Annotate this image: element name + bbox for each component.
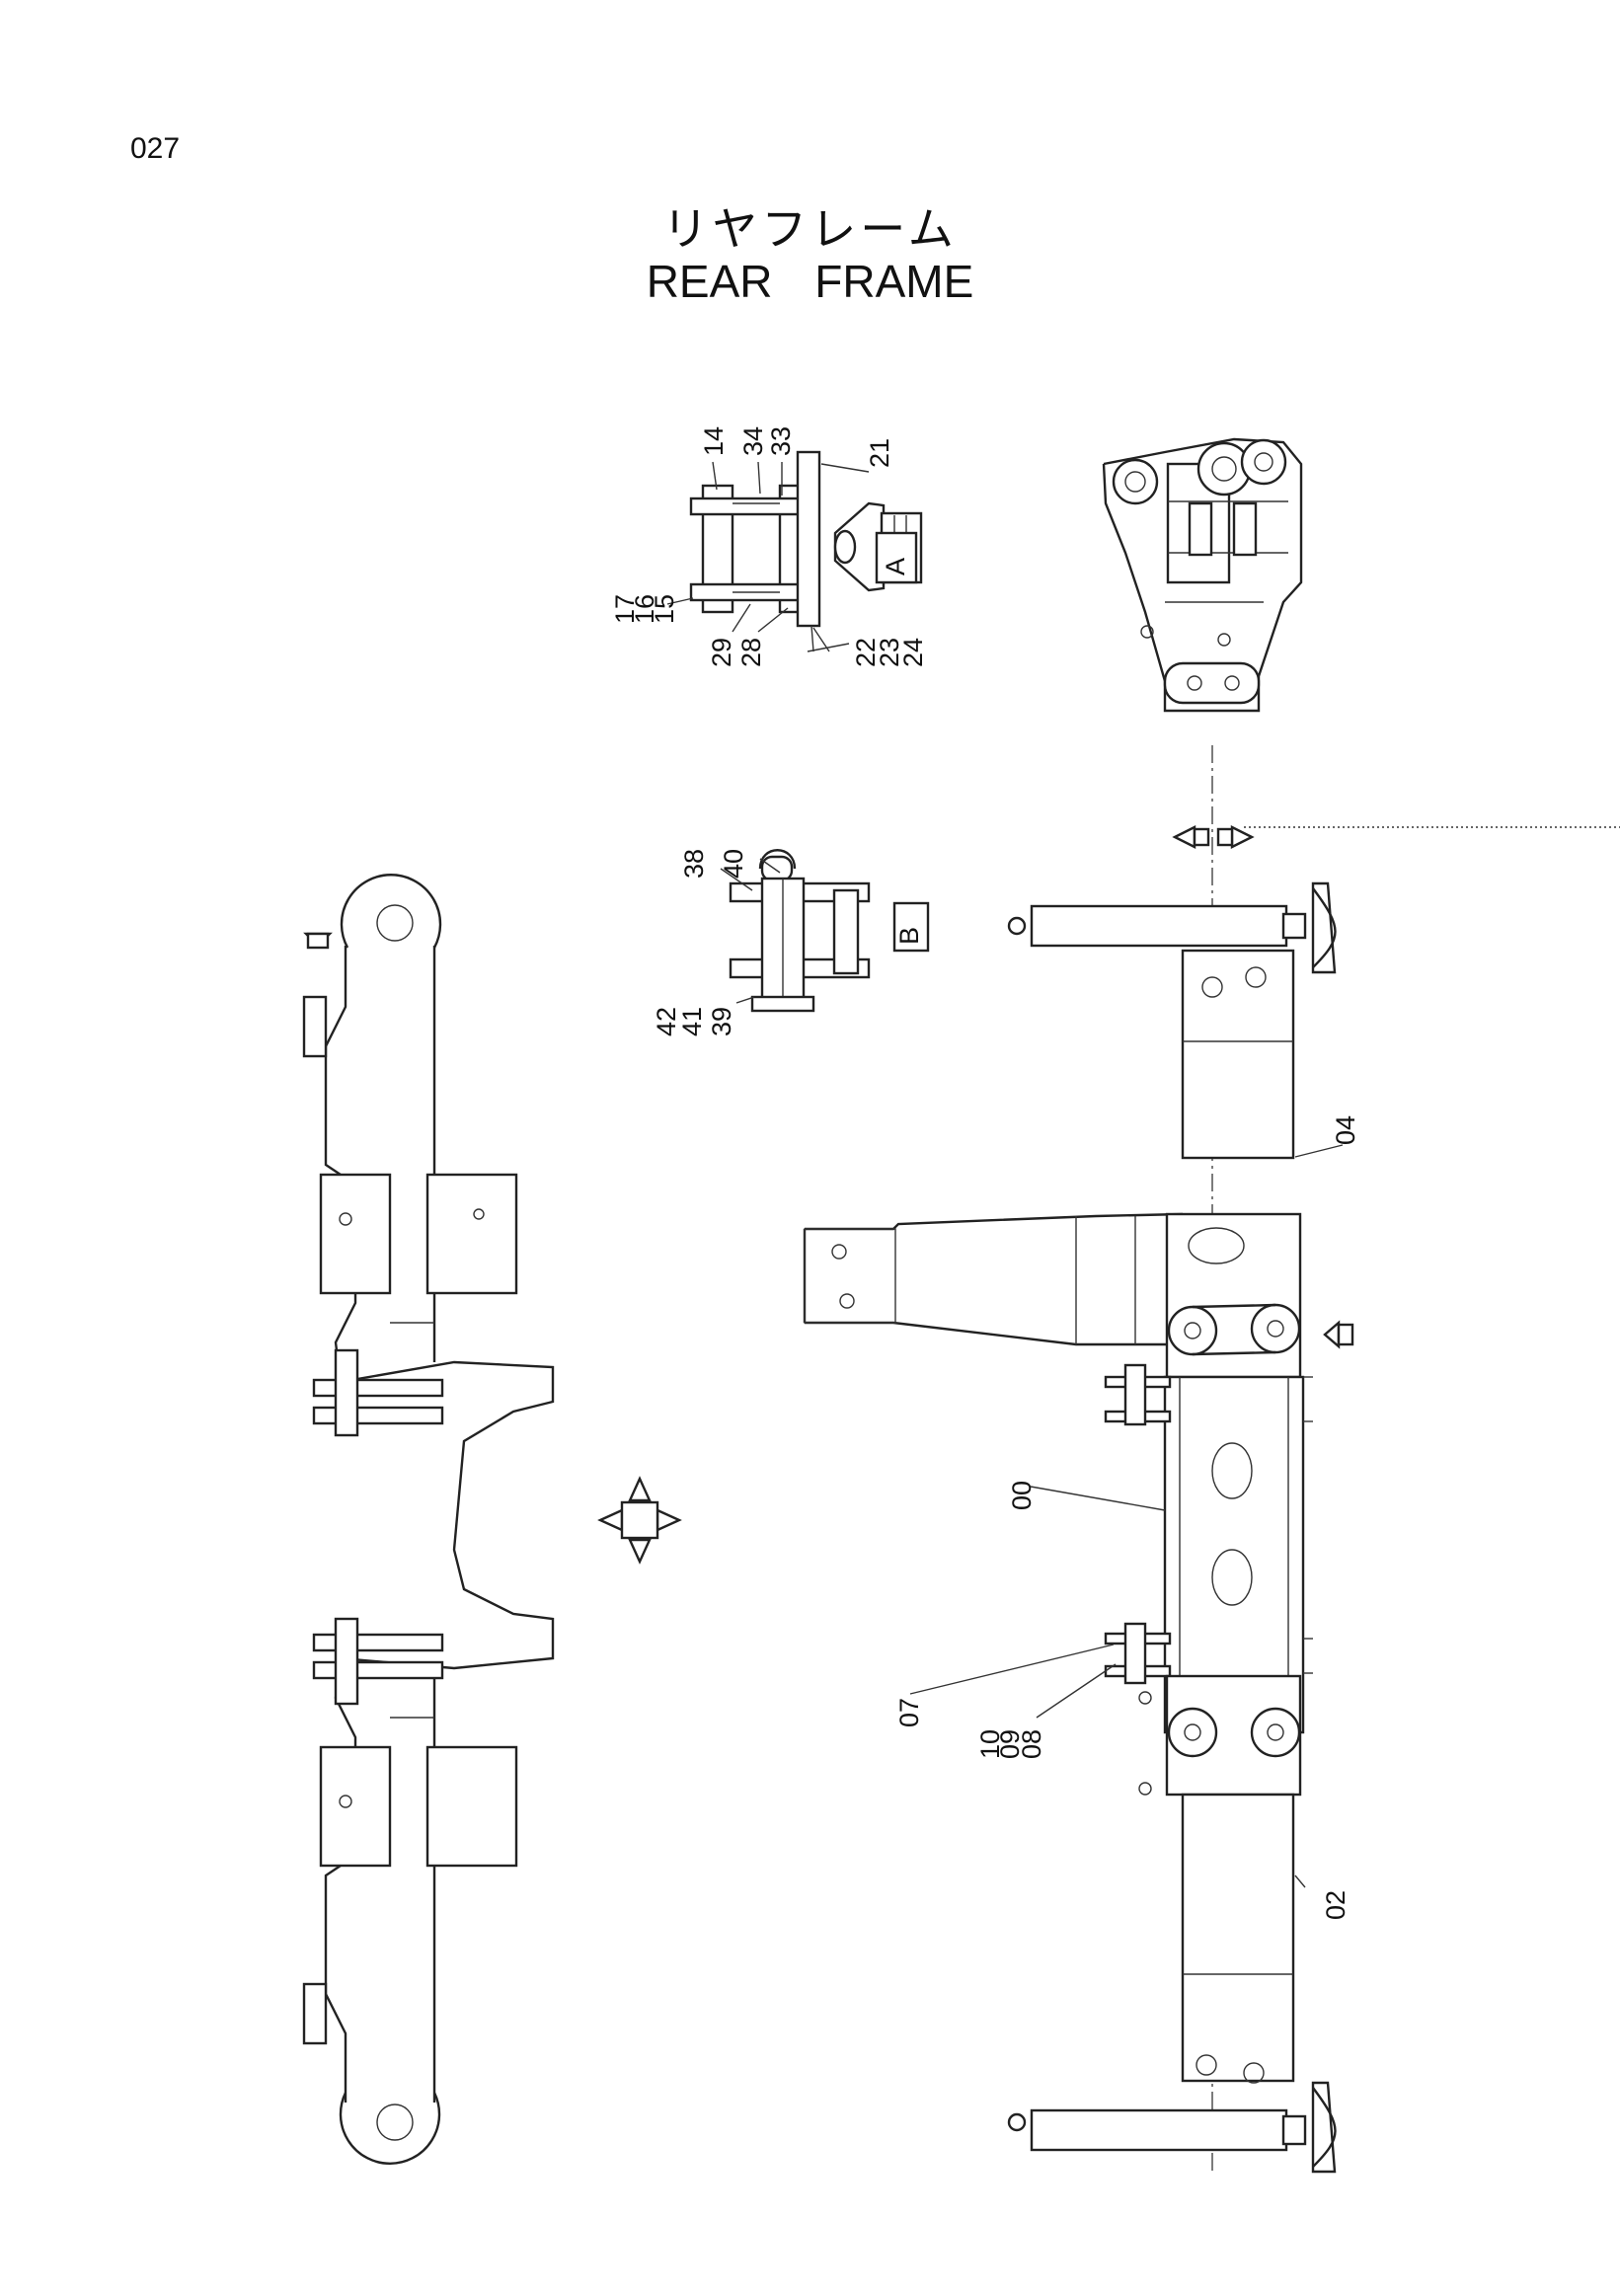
label-a-33: 33 [766, 426, 796, 456]
label-a-15: 15 [650, 594, 679, 624]
label-a-28: 28 [736, 638, 766, 667]
svg-text:A: A [881, 558, 910, 575]
label-b-40: 40 [719, 849, 748, 879]
detail-b-marker: B [892, 901, 930, 953]
label-09: 09 [995, 1729, 1025, 1759]
label-a-14: 14 [699, 426, 729, 456]
label-a-21: 21 [865, 438, 894, 468]
left-view-arrow-marker [303, 932, 333, 950]
label-07: 07 [894, 1698, 924, 1727]
label-08: 08 [1017, 1729, 1046, 1759]
side-view [1102, 437, 1303, 713]
left-plan-view [302, 874, 555, 2165]
label-02: 02 [1321, 1890, 1350, 1920]
label-b-38: 38 [679, 849, 709, 879]
label-a-34: 34 [738, 426, 768, 456]
label-00: 00 [1007, 1481, 1037, 1510]
svg-text:B: B [894, 927, 924, 945]
view-arrow-pair [1172, 825, 1255, 849]
label-a-22: 22 [851, 638, 881, 667]
label-04: 04 [1331, 1115, 1360, 1145]
direction-compass-icon [597, 1476, 682, 1565]
main-frame-view: 04 00 07 10 09 08 02 [803, 745, 1620, 2174]
view-arrow-right [1323, 1320, 1354, 1349]
detail-a-marker: A [875, 531, 918, 584]
label-10: 10 [975, 1729, 1005, 1759]
title-japanese: リヤフレーム [662, 202, 958, 256]
detail-b-view: B 38 40 42 41 39 [652, 849, 930, 1036]
page-number: 027 [130, 132, 181, 165]
title-english: REAR FRAME [646, 256, 974, 307]
label-b-41: 41 [677, 1007, 707, 1036]
label-a-16: 16 [630, 594, 659, 624]
label-a-17: 17 [610, 594, 640, 624]
label-a-29: 29 [707, 638, 736, 667]
label-a-24: 24 [898, 638, 928, 667]
label-a-23: 23 [875, 638, 904, 667]
label-b-39: 39 [707, 1007, 736, 1036]
detail-a-view: A 14 34 33 21 17 16 15 29 28 22 23 24 [610, 426, 928, 667]
label-b-42: 42 [652, 1007, 681, 1036]
